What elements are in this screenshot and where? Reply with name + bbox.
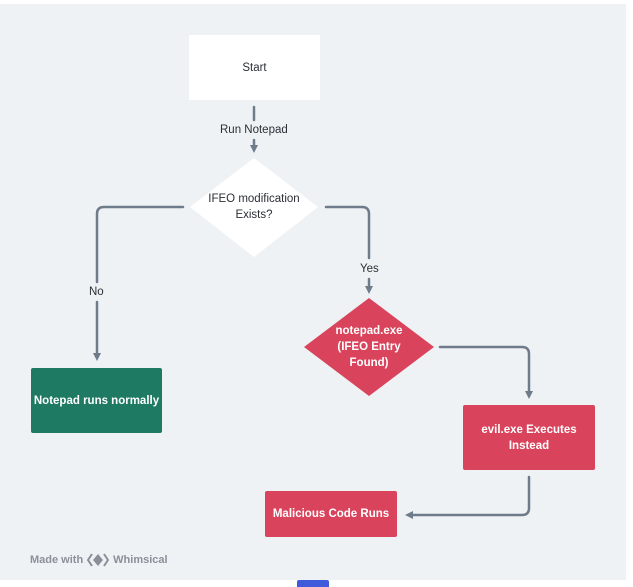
start-label: Start <box>242 61 267 74</box>
edge-label-no: No <box>87 285 106 299</box>
edge-evil-to-malicious <box>405 475 531 519</box>
canvas-edge <box>626 0 633 587</box>
made-with-whimsical[interactable]: Made with Whimsical <box>30 553 168 567</box>
malicious-code-node[interactable]: Malicious Code Runs <box>265 491 397 537</box>
evil-exe-node[interactable]: evil.exe Executes Instead <box>463 405 595 470</box>
bottom-panel-handle[interactable] <box>297 580 329 587</box>
notepad-normal-node[interactable]: Notepad runs normally <box>31 368 162 433</box>
made-with-text: Made with <box>30 554 84 566</box>
decision-diamond <box>190 158 318 257</box>
ifeo-entry-label: notepad.exe (IFEO Entry Found) <box>335 325 403 369</box>
malicious-code-label: Malicious Code Runs <box>272 508 390 520</box>
edge-decision-yes-upper <box>324 205 371 260</box>
ifeo-entry-diamond <box>304 298 434 396</box>
decision-label: IFEO modification Exists? <box>208 193 300 221</box>
ifeo-entry-node[interactable]: notepad.exe (IFEO Entry Found) <box>329 322 409 372</box>
edge-ifeo-to-evil <box>438 345 533 399</box>
evil-exe-label: evil.exe Executes Instead <box>481 423 577 452</box>
edge-label-run-notepad: Run Notepad <box>218 123 290 137</box>
whimsical-brand-text: Whimsical <box>113 554 168 566</box>
start-node[interactable]: Start <box>189 35 320 100</box>
decision-node[interactable]: IFEO modification Exists? <box>204 182 304 232</box>
whimsical-logo-icon <box>87 553 110 567</box>
edge-label-yes: Yes <box>358 262 381 276</box>
edge-decision-no-upper <box>95 205 185 284</box>
notepad-normal-label: Notepad runs normally <box>33 394 160 407</box>
